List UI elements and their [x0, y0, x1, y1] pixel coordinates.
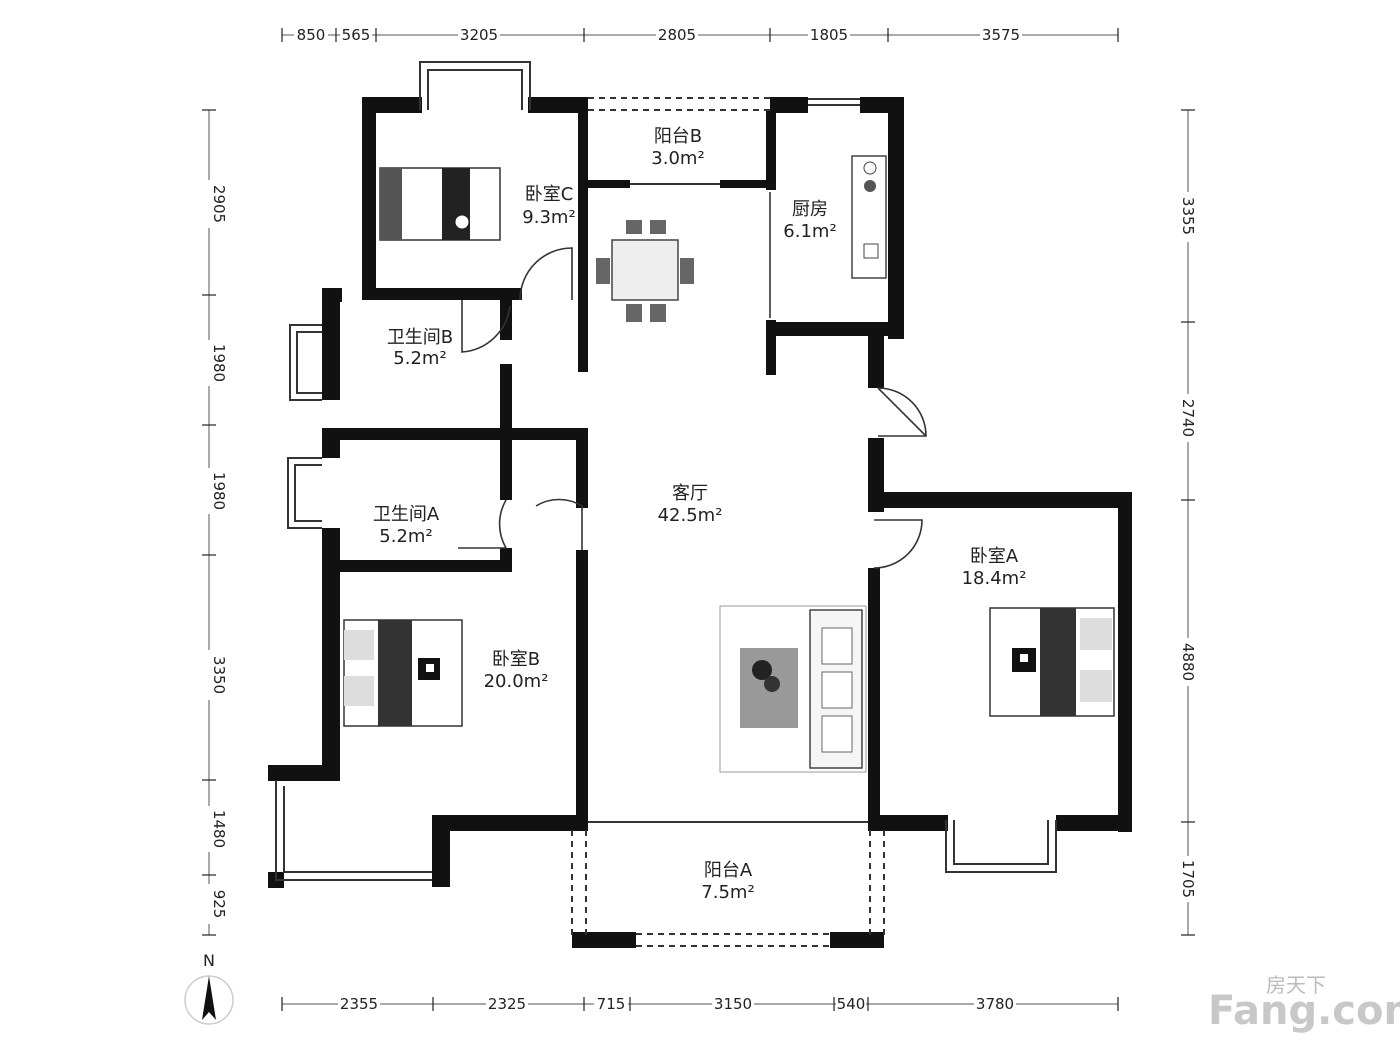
right-dimensions: 3355 2740 4880 1705: [1178, 109, 1198, 936]
thin-lines: [275, 61, 1057, 947]
room-name: 卧室C: [525, 184, 574, 205]
room-name: 卫生间B: [387, 327, 453, 348]
room-area: 42.5m²: [658, 505, 723, 526]
room-area: 3.0m²: [651, 148, 704, 169]
left-dim-2: 1980: [210, 344, 228, 382]
room-bathroom-a: 卫生间A 5.2m²: [373, 504, 440, 547]
doors: [458, 192, 927, 569]
top-dim-6: 3575: [982, 26, 1020, 44]
room-area: 20.0m²: [484, 671, 549, 692]
top-dim-5: 1805: [810, 26, 848, 44]
top-dim-2: 565: [342, 26, 371, 44]
room-area: 5.2m²: [379, 526, 432, 547]
bottom-dim-5: 540: [837, 995, 866, 1013]
top-dim-1: 850: [297, 26, 326, 44]
room-bathroom-b: 卫生间B 5.2m²: [387, 327, 453, 369]
kitchen-counter: [851, 155, 887, 279]
compass: N: [184, 951, 234, 1025]
room-name: 卧室B: [492, 649, 540, 670]
room-area: 18.4m²: [962, 568, 1027, 589]
room-name: 卫生间A: [373, 504, 440, 525]
bottom-dim-6: 3780: [976, 995, 1014, 1013]
right-dim-1: 3355: [1179, 197, 1197, 235]
north-arrow-icon: [202, 976, 216, 1020]
room-name: 客厅: [672, 483, 708, 504]
watermark-logo: 房天下 Fang.com: [1208, 973, 1400, 1034]
left-dim-5: 1480: [210, 810, 228, 848]
top-dimensions: 850 565 3205 2805 1805 3575: [281, 25, 1119, 45]
room-name: 阳台B: [654, 126, 702, 147]
room-kitchen: 厨房 6.1m²: [783, 199, 836, 242]
bottom-dim-2: 2325: [488, 995, 526, 1013]
room-living-room: 客厅 42.5m²: [658, 483, 723, 526]
top-dim-3: 3205: [460, 26, 498, 44]
bed-bedroom-c: [379, 167, 501, 241]
dining-table: [596, 220, 694, 322]
right-dim-3: 4880: [1179, 643, 1197, 681]
bottom-dim-3: 715: [597, 995, 626, 1013]
room-bedroom-a: 卧室A 18.4m²: [962, 546, 1027, 589]
right-dim-4: 1705: [1179, 860, 1197, 898]
room-area: 9.3m²: [522, 207, 575, 228]
left-dim-6: 925: [210, 890, 228, 919]
room-balcony-b: 阳台B 3.0m²: [651, 126, 704, 169]
room-bedroom-c: 卧室C 9.3m²: [522, 184, 575, 228]
walls: [268, 97, 1132, 948]
bottom-dimensions: 2355 2325 715 3150 540 3780: [281, 994, 1119, 1014]
room-name: 阳台A: [704, 860, 753, 881]
room-bedroom-b: 卧室B 20.0m²: [484, 649, 549, 692]
watermark-brand-cn: 房天下: [1266, 973, 1326, 997]
room-area: 5.2m²: [393, 348, 446, 369]
room-area: 7.5m²: [701, 882, 754, 903]
bottom-dim-1: 2355: [340, 995, 378, 1013]
living-room-set: [719, 605, 867, 773]
top-dim-4: 2805: [658, 26, 696, 44]
left-dim-1: 2905: [210, 185, 228, 223]
right-dim-2: 2740: [1179, 399, 1197, 437]
room-balcony-a: 阳台A 7.5m²: [701, 860, 754, 903]
room-name: 厨房: [792, 199, 828, 220]
left-dim-4: 3350: [210, 656, 228, 694]
bed-bedroom-a: [989, 607, 1115, 717]
bed-bedroom-b: [343, 619, 463, 727]
room-name: 卧室A: [970, 546, 1019, 567]
left-dim-3: 1980: [210, 472, 228, 510]
compass-label: N: [203, 951, 215, 970]
left-dimensions: 2905 1980 1980 3350 1480 925: [199, 109, 228, 936]
watermark-brand-en: Fang.com: [1208, 988, 1400, 1034]
bottom-dim-4: 3150: [714, 995, 752, 1013]
room-area: 6.1m²: [783, 221, 836, 242]
